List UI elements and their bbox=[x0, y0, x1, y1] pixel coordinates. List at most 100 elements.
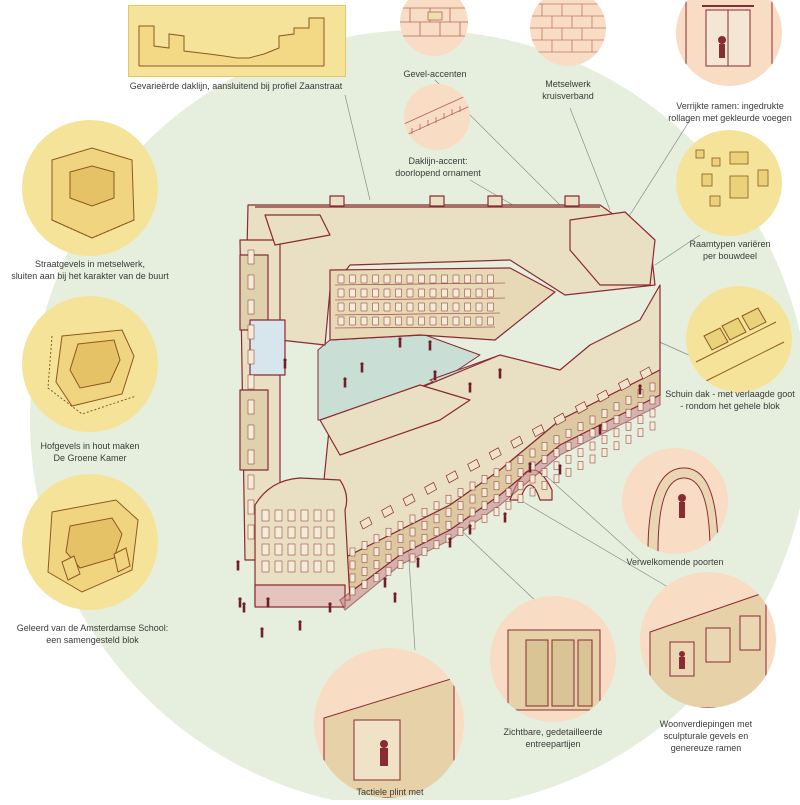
person-head bbox=[428, 340, 432, 344]
facade-window bbox=[409, 540, 416, 550]
facade-window bbox=[517, 494, 524, 503]
facade-window bbox=[541, 468, 548, 477]
courtyard-window bbox=[418, 302, 425, 312]
facade-window bbox=[274, 526, 283, 539]
facade-window bbox=[481, 501, 488, 510]
label-windows-enriched: Verrijkte ramen: ingedrukte rollagen met… bbox=[668, 101, 792, 123]
courtyard-window bbox=[452, 288, 460, 298]
courtyard-window bbox=[406, 316, 414, 326]
facade-window bbox=[529, 474, 536, 484]
facade-window bbox=[481, 488, 488, 497]
label-street-facades: Straatgevels in metselwerk, sluiten aan … bbox=[11, 259, 169, 281]
facade-window bbox=[361, 554, 368, 563]
facade-window bbox=[601, 422, 608, 431]
facade-window bbox=[565, 454, 572, 464]
facade-window bbox=[385, 566, 392, 576]
facade-window bbox=[601, 409, 608, 418]
facade-window bbox=[625, 434, 632, 444]
person-body bbox=[238, 600, 242, 608]
facade-window bbox=[373, 534, 380, 544]
facade-window bbox=[445, 507, 452, 517]
courtyard-window bbox=[406, 302, 414, 312]
facade-window bbox=[457, 488, 464, 497]
courtyard-window bbox=[372, 288, 379, 298]
person-head bbox=[242, 602, 246, 606]
facade-window bbox=[300, 543, 309, 556]
facade-window bbox=[247, 399, 255, 415]
facade-window bbox=[397, 547, 404, 556]
facade-window bbox=[457, 501, 464, 510]
facade-window bbox=[577, 461, 584, 470]
facade-window bbox=[274, 560, 283, 573]
facade-window bbox=[565, 467, 572, 477]
person-body bbox=[433, 373, 437, 381]
courtyard-window bbox=[372, 316, 379, 326]
person-head bbox=[260, 627, 264, 631]
facade-window bbox=[457, 514, 464, 523]
facade-window bbox=[247, 499, 255, 515]
amsterdam-school-illustration bbox=[22, 474, 158, 610]
facade-window bbox=[493, 494, 500, 504]
courtyard-windows bbox=[337, 274, 494, 326]
person-body bbox=[528, 465, 532, 473]
dwelling-floors-illustration bbox=[640, 572, 776, 708]
facade-window bbox=[565, 428, 572, 438]
facade-window bbox=[247, 249, 255, 265]
facade-window bbox=[553, 461, 560, 471]
facade-window bbox=[445, 520, 452, 530]
facade-window bbox=[247, 374, 255, 390]
facade-window bbox=[457, 527, 464, 536]
person-body bbox=[428, 343, 432, 351]
facade-window bbox=[565, 441, 572, 451]
facade-window bbox=[613, 428, 620, 438]
person-body bbox=[298, 623, 302, 631]
facade-window bbox=[637, 415, 644, 424]
courtyard-window bbox=[372, 274, 379, 284]
courtyard-window bbox=[349, 274, 356, 284]
person-head bbox=[638, 384, 642, 388]
facade-window bbox=[349, 547, 356, 557]
courtyard-window bbox=[360, 288, 368, 298]
courtyard-window bbox=[372, 302, 379, 312]
facade-window bbox=[261, 543, 270, 556]
courtyard-window bbox=[418, 274, 425, 284]
courtyard-window bbox=[360, 302, 368, 312]
dormer bbox=[596, 389, 610, 403]
person-body bbox=[393, 595, 397, 603]
facade-window bbox=[505, 474, 512, 484]
facade-window bbox=[421, 534, 428, 543]
roof-accent-illustration bbox=[404, 84, 470, 150]
courtyard-window bbox=[487, 274, 494, 284]
facade-window bbox=[589, 454, 596, 464]
facade-window bbox=[421, 547, 428, 556]
facade-window bbox=[313, 560, 322, 573]
facade-window bbox=[625, 408, 632, 418]
dormer bbox=[618, 378, 631, 392]
facade-window bbox=[313, 526, 322, 539]
facade-window bbox=[577, 448, 584, 457]
courtyard-window bbox=[349, 302, 356, 312]
person-head bbox=[283, 358, 287, 362]
person-head bbox=[266, 597, 270, 601]
person-body bbox=[283, 361, 287, 369]
courtyard-window bbox=[441, 274, 448, 284]
person-head bbox=[328, 602, 332, 606]
facade-window bbox=[649, 382, 656, 392]
person-body bbox=[242, 605, 246, 613]
facade-window bbox=[373, 560, 380, 570]
facade-window bbox=[529, 487, 536, 497]
dormer bbox=[553, 412, 567, 426]
label-gates: Verwelkomende poorten bbox=[626, 557, 724, 567]
facade-window bbox=[481, 514, 488, 523]
facade-window bbox=[373, 573, 380, 583]
facade-window bbox=[247, 474, 255, 490]
person-head bbox=[343, 377, 347, 381]
facade-window bbox=[517, 481, 524, 490]
facade-window bbox=[397, 521, 404, 530]
courtyard-facades-illustration bbox=[22, 296, 158, 432]
facade-window bbox=[493, 468, 500, 478]
label-courtyard-facades: Hofgevels in hout maken De Groene Kamer bbox=[40, 441, 140, 463]
person-body bbox=[398, 340, 402, 348]
facade-window bbox=[287, 560, 296, 573]
